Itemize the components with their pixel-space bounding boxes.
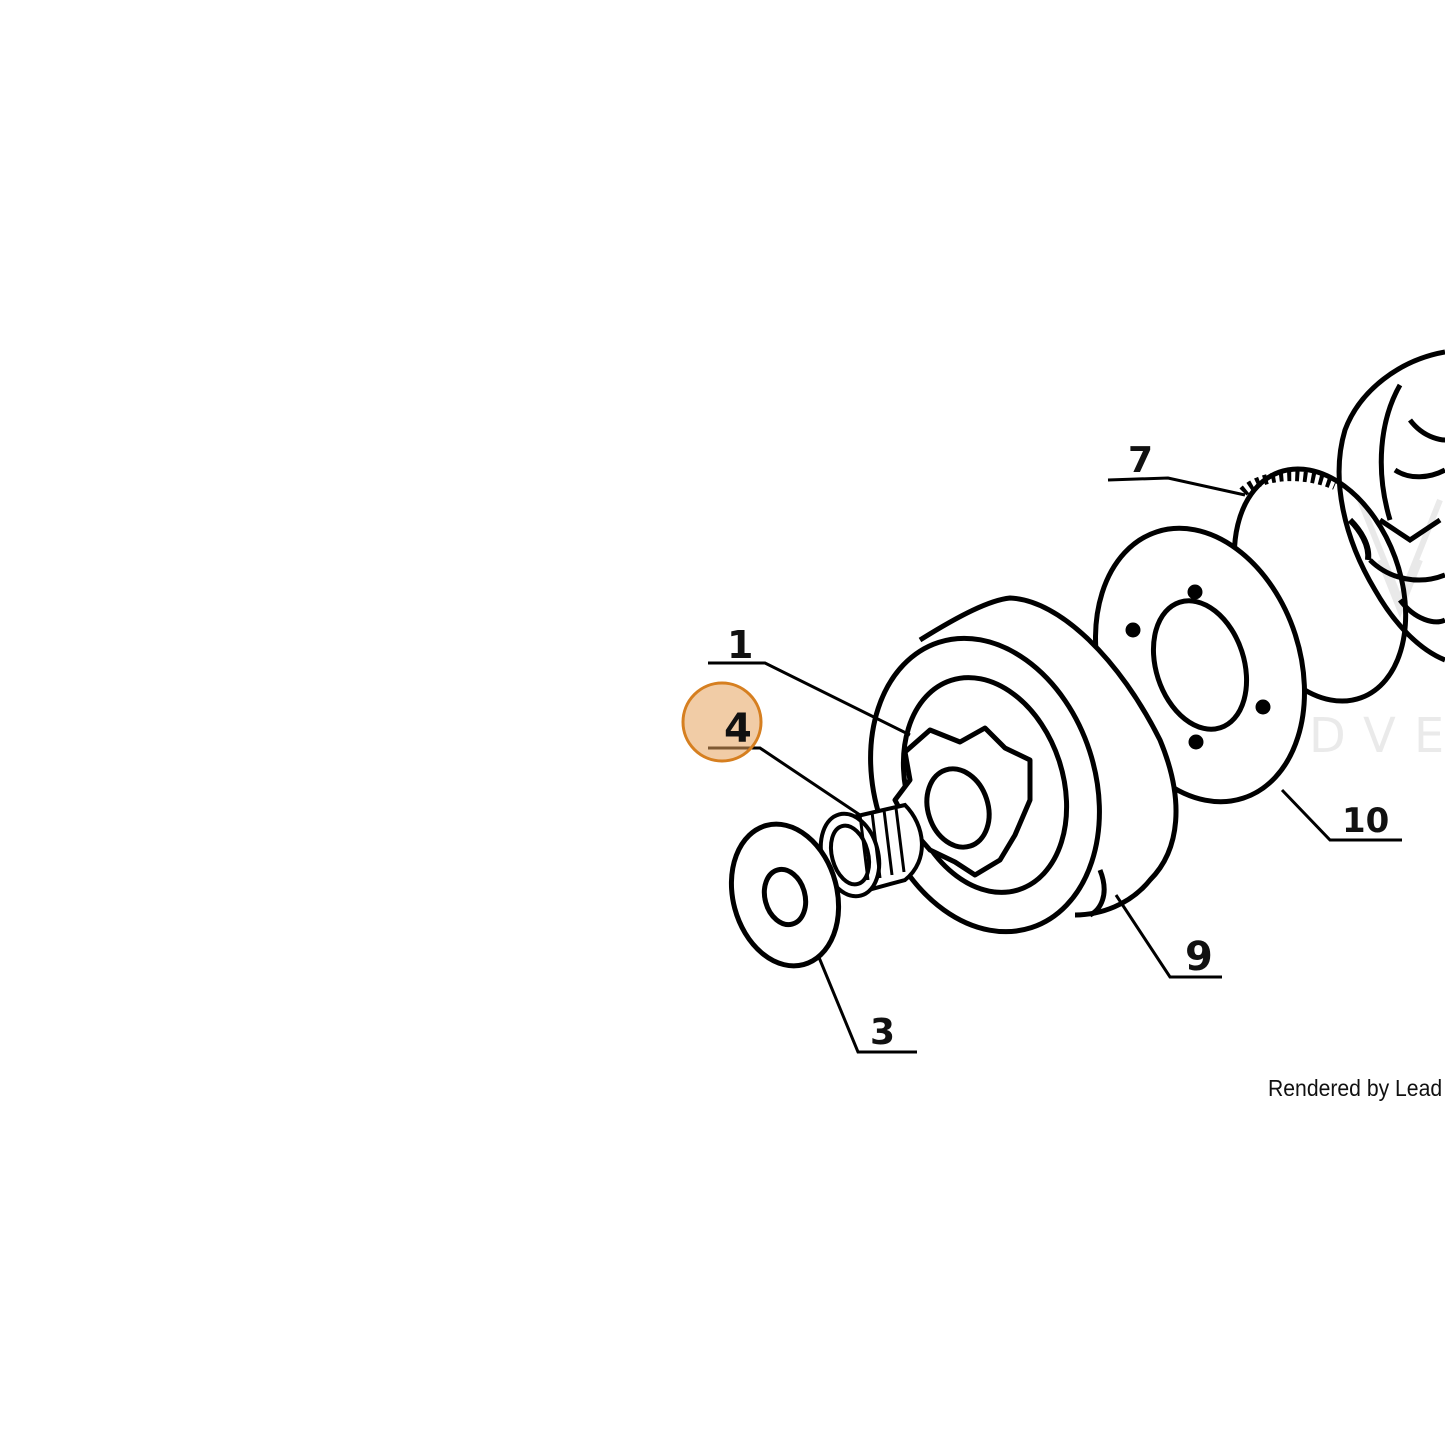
render-credit: Rendered by Lead (1268, 1075, 1443, 1101)
callout-4-label[interactable]: 4 (724, 706, 752, 752)
callout-7-label[interactable]: 7 (1128, 440, 1153, 481)
callout-4-highlight (681, 681, 763, 763)
clutch-rotor-housing (1336, 349, 1445, 663)
thrust-washer (728, 821, 842, 969)
callout-3-label[interactable]: 3 (870, 1012, 895, 1053)
callout-1-label[interactable]: 1 (727, 623, 753, 667)
callout-10-label[interactable]: 10 (1342, 801, 1389, 841)
callout-9-label[interactable]: 9 (1185, 934, 1213, 980)
